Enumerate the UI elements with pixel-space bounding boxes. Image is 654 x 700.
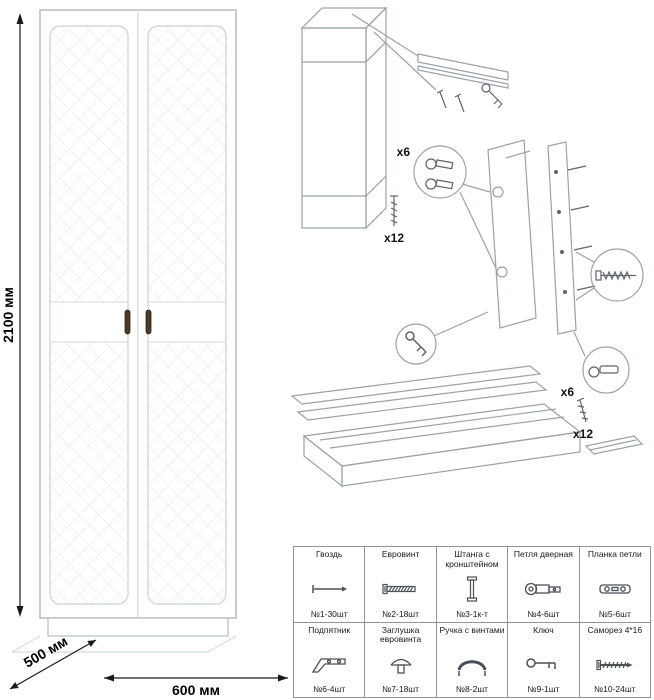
key-icon [523, 652, 563, 678]
part-cell-hinge-plate: Планка петли №5-6шт [579, 547, 651, 623]
footpad-icon [309, 652, 349, 678]
part-cell-screw-cap: Заглушка евровинта №7-18шт [365, 622, 437, 698]
part-count: №9-1шт [527, 684, 560, 694]
hinge-pair-icon [425, 158, 454, 190]
exploded-assembly-diagram: x6 x12 x6 x12 [290, 6, 644, 488]
screw-x12-top [390, 195, 398, 226]
part-name: Подпятник [308, 624, 351, 635]
part-name: Ключ [533, 624, 554, 635]
door-hinge-icon [523, 576, 563, 602]
hinge-plate-icon [595, 576, 635, 602]
part-cell-self-tapping-screw: Саморез 4*16 №10-24шт [579, 622, 651, 698]
euroscrew-large-icon [595, 270, 636, 281]
door-handle-left [124, 309, 131, 335]
rail-key-icon [481, 83, 503, 109]
part-count: №7-18шт [382, 684, 420, 694]
part-count: №1-30шт [310, 608, 348, 619]
confirmat-screw-icon [576, 397, 589, 423]
part-name: Гвоздь [316, 549, 343, 559]
screw-x12-bottom [576, 397, 589, 423]
part-count: №3-1к-т [456, 608, 488, 619]
base-panels-diagram [290, 365, 644, 488]
part-cell-nail: Гвоздь №1-30шт [294, 547, 366, 623]
confirmat-screw-icon [390, 195, 398, 226]
part-name: Петля дверная [513, 549, 573, 559]
wardrobe-door-left [49, 25, 129, 605]
part-name: Евровинт [381, 549, 420, 559]
euroscrew-detail [575, 248, 644, 302]
part-cell-euroscrew: Евровинт №2-18шт [365, 547, 437, 623]
part-cell-key: Ключ №9-1шт [508, 622, 580, 698]
part-name: Планка петли [587, 549, 642, 559]
part-count: №4-6шт [527, 608, 560, 619]
hinge-detail-top [413, 145, 497, 269]
hardware-parts-table: Гвоздь №1-30шт Евровинт №2-18шт Штанга с… [293, 546, 651, 698]
euroscrew-icon [381, 576, 421, 602]
bottom-hinge-count-label: x6 [561, 385, 575, 399]
self-tapping-screw-icon [595, 652, 635, 678]
door-panel-diagram [487, 139, 537, 329]
part-count: №5-6шт [598, 608, 631, 619]
part-cell-footpad: Подпятник №6-4шт [294, 622, 366, 698]
handle-icon [452, 652, 492, 678]
key-large-icon [405, 331, 427, 357]
wardrobe-plinth [11, 617, 237, 653]
part-cell-door-hinge: Петля дверная №4-6шт [508, 547, 580, 623]
part-cell-handle: Ручка с винтами №8-2шт [436, 622, 509, 698]
dimension-depth: 500 мм [9, 633, 97, 690]
door-handle-right [145, 309, 152, 335]
wardrobe-body [11, 9, 237, 653]
side-panel-diagram [547, 141, 596, 335]
part-count: №8-2шт [455, 684, 489, 694]
rail-screws-icon [436, 89, 465, 113]
height-dimension-label: 2100 мм [0, 287, 16, 343]
part-cell-rod: Штанга с кронштейном №3-1к-т [436, 547, 509, 623]
hinge-detail-bottom [573, 331, 630, 394]
width-dimension-label: 600 мм [172, 682, 220, 698]
carcass-diagram [300, 6, 388, 230]
rod-with-bracket-icon [452, 576, 492, 602]
bottom-screw-count-label: x12 [573, 427, 593, 441]
part-count: №10-24шт [594, 684, 636, 694]
top-screw-count-label: x12 [384, 231, 404, 245]
part-name: Саморез 4*16 [587, 624, 643, 635]
key-detail [395, 311, 489, 365]
hinge-large-icon [588, 365, 619, 378]
part-count: №6-4шт [313, 684, 346, 694]
wardrobe-door-right [147, 25, 227, 605]
top-hinge-count-label: x6 [397, 145, 411, 159]
part-name: Штанга с кронштейном [445, 549, 499, 569]
screw-cap-icon [381, 652, 421, 678]
part-name: Заглушка евровинта [380, 624, 422, 645]
top-rail-detail [351, 13, 509, 113]
wardrobe-front-view: 2100 мм 500 мм 600 мм [0, 9, 288, 698]
part-name: Ручка с винтами [439, 624, 505, 635]
nail-icon [309, 576, 349, 602]
part-count: №2-18шт [382, 608, 420, 619]
dimension-height: 2100 мм [0, 13, 24, 617]
dimension-width: 600 мм [104, 674, 288, 698]
